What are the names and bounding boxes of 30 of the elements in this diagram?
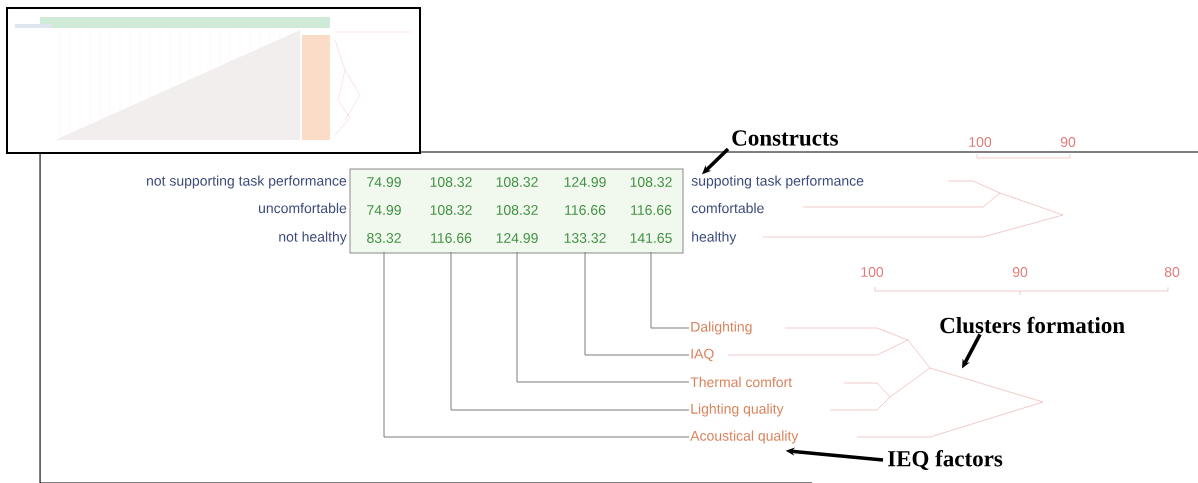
construct-label: not healthy (279, 231, 347, 245)
construct-label: healthy (692, 231, 737, 245)
scale-label: 90 (1012, 267, 1028, 277)
construct-label: comfortable (691, 202, 764, 214)
grid-column: 74.99 74.99 83.32 (367, 177, 401, 243)
scale-label: 100 (969, 137, 992, 147)
factor-label: Dalighting (691, 321, 752, 335)
factor-label: Lighting quality (691, 403, 784, 417)
leader-line (383, 251, 690, 438)
leader-line (650, 251, 690, 329)
grid-column: 108.32 108.32 124.99 (496, 177, 538, 243)
construct-label: uncomfortable (259, 202, 347, 214)
leader-line (516, 251, 690, 383)
leader-line (450, 251, 690, 411)
grid-column: 124.99 116.66 133.32 (564, 177, 606, 243)
factor-label: Acoustical quality (690, 430, 799, 444)
factor-label: Thermal comfort (690, 376, 792, 388)
annotation-text: IEQ factors (888, 450, 1003, 470)
scale-label: 90 (1060, 137, 1076, 147)
grid-column: 108.32 116.66 141.65 (630, 177, 672, 243)
construct-label: suppoting task performance (691, 175, 864, 189)
grid-table (349, 168, 684, 254)
scale-label: 100 (861, 267, 884, 277)
factor-label: IAQ (691, 348, 714, 362)
annotation-text: Constructs (732, 130, 838, 146)
leader-line (584, 251, 690, 356)
grid-column: 108.32 108.32 116.66 (430, 177, 472, 243)
scale-label: 80 (1164, 267, 1180, 277)
construct-label: not supporting task performance (146, 175, 347, 189)
annotation-text: Clusters formation (940, 316, 1125, 334)
